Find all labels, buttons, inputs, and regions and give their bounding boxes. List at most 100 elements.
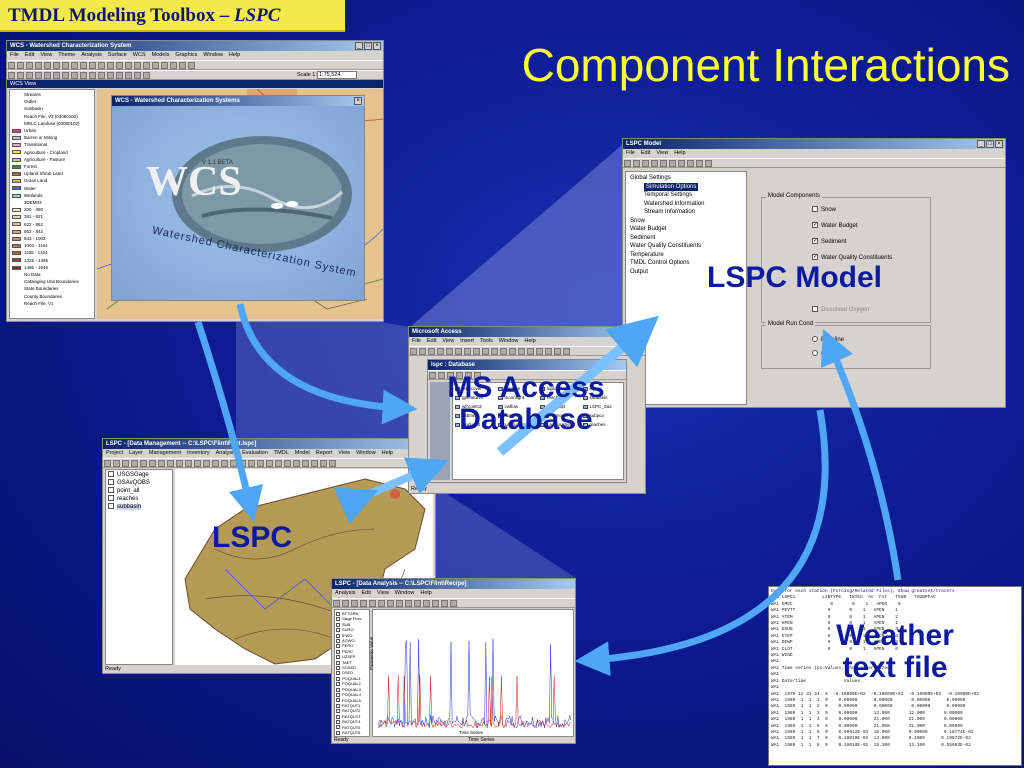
param-item[interactable]: SUB — [336, 622, 368, 627]
menu-view[interactable]: View — [656, 150, 669, 156]
param-item[interactable]: TAET — [336, 660, 368, 665]
menu-models[interactable]: Models — [151, 52, 170, 58]
menu-layer[interactable]: Layer — [129, 450, 143, 456]
param-checkbox[interactable] — [336, 628, 340, 633]
calibration-radio[interactable] — [812, 350, 818, 357]
legend-item[interactable]: Wetlands — [12, 192, 92, 199]
menu-view[interactable]: View — [376, 590, 389, 596]
component-checkbox[interactable] — [812, 306, 818, 313]
menu-window[interactable]: Window — [498, 338, 519, 344]
param-item[interactable]: SOSED — [336, 665, 368, 670]
menu-analysis[interactable]: Analysis — [335, 590, 356, 596]
param-checkbox[interactable] — [336, 703, 340, 708]
legend-item[interactable]: Transitional — [12, 141, 92, 148]
tree-watershed-information[interactable]: Watershed Information — [644, 200, 705, 207]
tree-snow[interactable]: Snow — [630, 217, 646, 224]
minimize-button[interactable]: _ — [617, 328, 625, 336]
tree-stream-information[interactable]: Stream Information — [644, 209, 696, 215]
legend-item[interactable]: 1165 - 1324 — [12, 249, 92, 256]
param-item[interactable]: POQUAL1 — [336, 676, 368, 681]
param-item[interactable]: RATQUT1 — [336, 703, 368, 708]
menu-tools[interactable]: Tools — [479, 338, 493, 344]
param-checkbox[interactable] — [336, 693, 340, 698]
param-item[interactable]: POQUAL3 — [336, 687, 368, 692]
db-table-item[interactable]: wfrcontrol — [455, 403, 494, 411]
menu-insert[interactable]: Insert — [460, 338, 474, 344]
param-item[interactable]: POQUAL4 — [336, 692, 368, 697]
menu-view[interactable]: View — [40, 52, 53, 58]
legend-item[interactable]: Agriculture - Cropland — [12, 149, 92, 156]
legend-item[interactable]: 622 - 862 — [12, 221, 92, 228]
component-sediment[interactable]: ✓Sediment — [812, 238, 930, 246]
menu-edit[interactable]: Edit — [640, 150, 651, 156]
legend-item[interactable]: MRLC Landuse (03080102) — [12, 120, 92, 127]
menu-window[interactable]: Window — [203, 52, 223, 58]
param-checkbox[interactable] — [336, 730, 340, 735]
legend-item[interactable]: Cataloging Unit Boundaries — [12, 278, 92, 285]
param-item[interactable]: DSED — [336, 670, 368, 675]
menu-file[interactable]: File — [412, 338, 421, 344]
legend-item[interactable]: 200 - 390 — [12, 206, 92, 213]
param-item[interactable]: AGWO — [336, 638, 368, 643]
legend-item[interactable]: Agriculture - Pasture — [12, 156, 92, 163]
menu-view[interactable]: View — [338, 450, 351, 456]
param-checkbox[interactable] — [336, 725, 340, 730]
legend-item[interactable]: Urban — [12, 127, 92, 134]
menu-help[interactable]: Help — [524, 338, 536, 344]
param-item[interactable]: RATQUT4 — [336, 719, 368, 724]
param-checkbox[interactable] — [336, 676, 340, 681]
db-table-item[interactable]: gpfeatures — [455, 394, 494, 402]
param-item[interactable]: BTTGRN — [336, 611, 368, 616]
menu-management[interactable]: Management — [148, 450, 181, 456]
param-checkbox[interactable] — [336, 720, 340, 725]
tree-tmdl-control[interactable]: TMDL Control Options — [630, 260, 690, 266]
menu-analysis[interactable]: Analysis — [215, 450, 237, 456]
param-checkbox[interactable] — [336, 644, 340, 649]
legend-item[interactable]: Streams — [12, 91, 92, 98]
legend-item[interactable]: Water — [12, 185, 92, 192]
tree-output[interactable]: Output — [630, 268, 649, 275]
menu-analysis[interactable]: Analysis — [81, 52, 102, 58]
menu-file[interactable]: File — [10, 52, 19, 58]
legend-item[interactable]: Forest — [12, 163, 92, 170]
legend-item[interactable]: 1004 - 1164 — [12, 242, 92, 249]
legend-item[interactable]: Reach File, V1 — [12, 300, 92, 307]
menu-model[interactable]: Model — [294, 450, 310, 456]
tree-water-quality[interactable]: Water Quality Constituents — [630, 243, 702, 249]
legend-item[interactable]: 1486 - 1646 — [12, 264, 92, 271]
component-checkbox[interactable]: ✓ — [812, 238, 819, 245]
component-water-quality-constituents[interactable]: ✓Water Quality Constituents — [812, 254, 930, 262]
param-item[interactable]: RATQUT3 — [336, 714, 368, 719]
legend-item[interactable]: Outlet — [12, 98, 92, 105]
tree-temperature[interactable]: Temperature — [630, 251, 664, 258]
param-checkbox[interactable] — [336, 633, 340, 638]
menu-help[interactable]: Help — [381, 450, 393, 456]
menu-project[interactable]: Project — [106, 450, 124, 456]
component-snow[interactable]: Snow — [812, 206, 930, 214]
param-item[interactable]: IFWO — [336, 633, 368, 638]
legend-item[interactable]: 3DEM03 — [12, 199, 92, 206]
param-item[interactable]: POQUAL5 — [336, 698, 368, 703]
param-checkbox[interactable] — [336, 698, 340, 703]
layer-gsavqobs[interactable]: GSAvQOBS — [108, 479, 170, 487]
legend-item[interactable]: Subbasin — [12, 105, 92, 112]
menu-evaluation[interactable]: Evaluation — [242, 450, 268, 456]
maximize-button[interactable]: □ — [986, 140, 994, 148]
legend-item[interactable]: State Boundaries — [12, 285, 92, 292]
menu-graphics[interactable]: Graphics — [175, 52, 198, 58]
param-checkbox[interactable] — [336, 714, 340, 719]
menu-edit[interactable]: Edit — [426, 338, 437, 344]
maximize-button[interactable]: □ — [364, 42, 372, 50]
legend-item[interactable]: 863 - 842 — [12, 228, 92, 235]
menu-inventory[interactable]: Inventory — [187, 450, 210, 456]
param-checkbox[interactable] — [336, 655, 340, 660]
legend-item[interactable]: 1325 - 1485 — [12, 257, 92, 264]
baseline-radio[interactable] — [812, 336, 818, 343]
param-item[interactable]: RATQUT5 — [336, 725, 368, 730]
menu-tmdl[interactable]: TMDL — [273, 450, 289, 456]
minimize-button[interactable]: _ — [977, 140, 985, 148]
menu-edit[interactable]: Edit — [361, 590, 371, 596]
tree-sediment[interactable]: Sediment — [630, 234, 656, 241]
close-button[interactable]: × — [373, 42, 381, 50]
tree-simulation-options[interactable]: Simulation Options — [644, 182, 699, 191]
